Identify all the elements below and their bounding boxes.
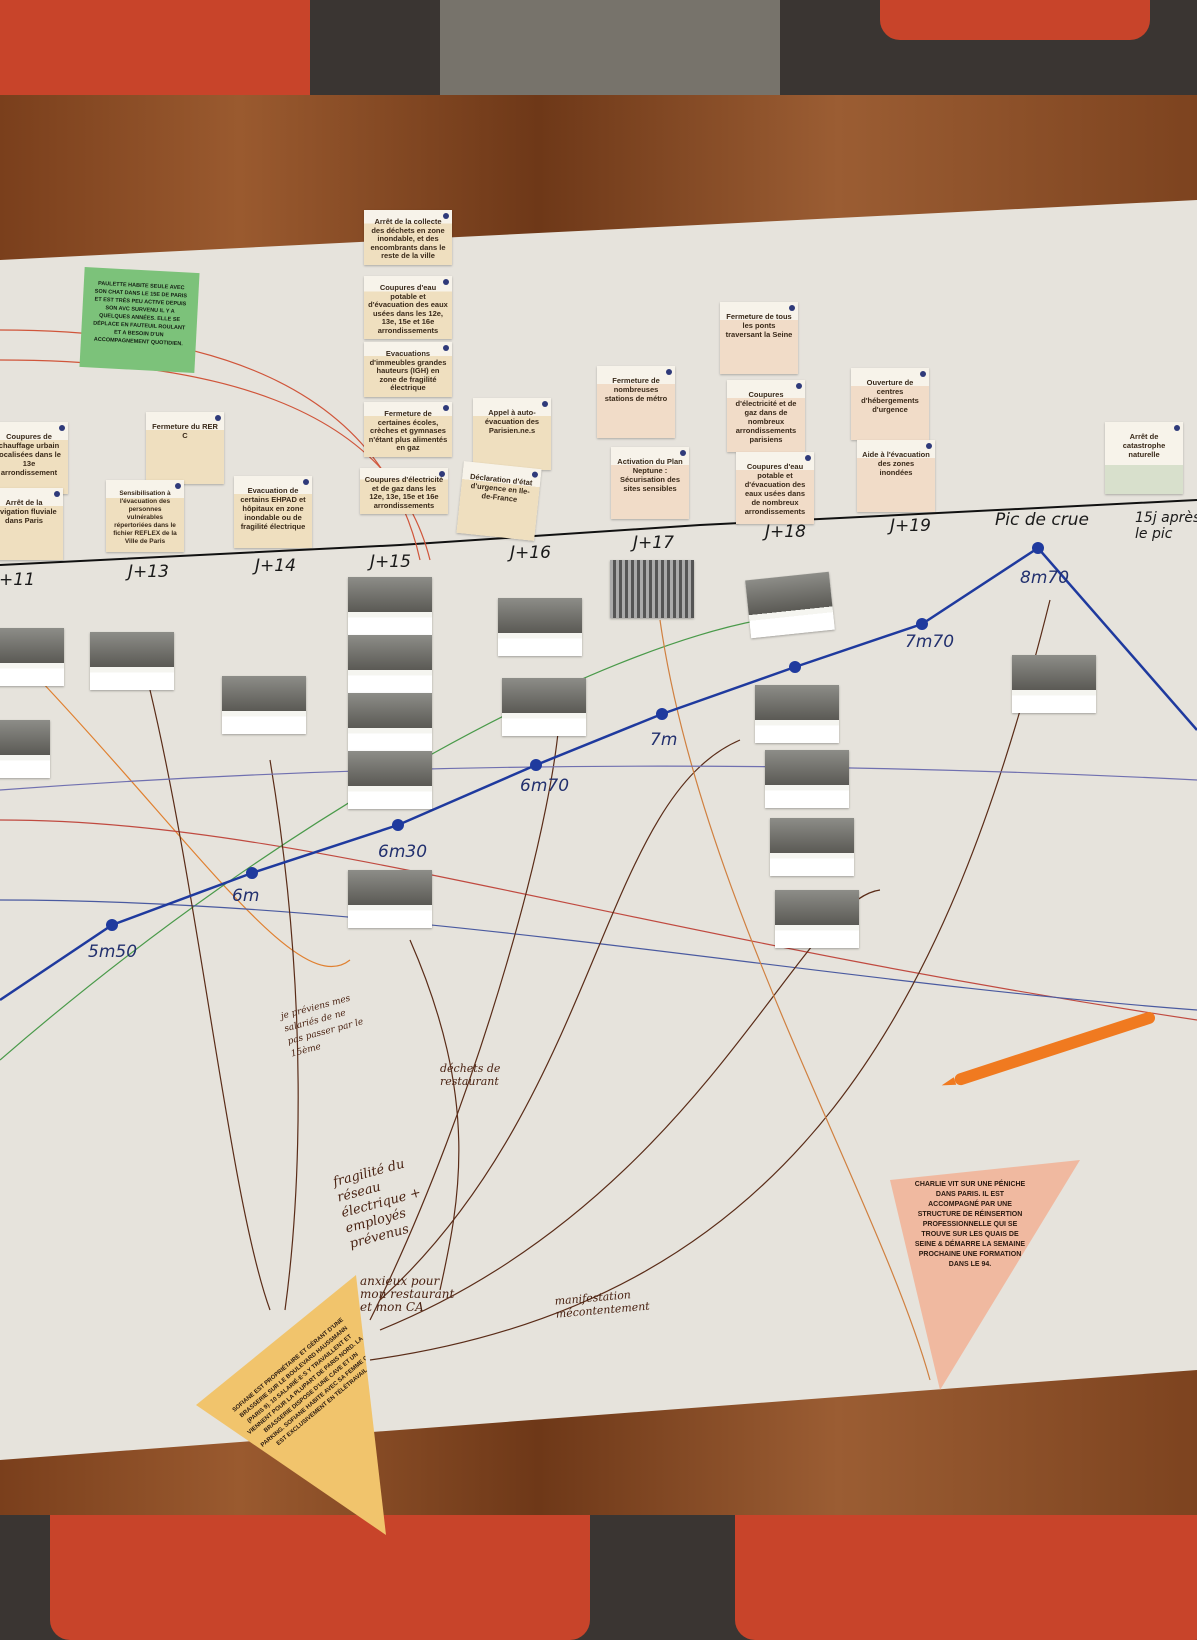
photo-card [90, 632, 174, 690]
event-card: Appel à auto-évacuation des Parisien.ne.… [473, 398, 551, 470]
event-card: Fermeture de nombreuses stations de métr… [597, 366, 675, 438]
water-level-label: 6m [232, 886, 260, 906]
chair [880, 0, 1150, 40]
timeline-tick: J+18 [765, 522, 806, 542]
photo-card [770, 818, 854, 876]
event-card: Ouverture de centres d'hébergements d'ur… [851, 368, 929, 440]
drawn-lines [0, 329, 1197, 1381]
photo-card [222, 676, 306, 734]
water-level-points [106, 542, 1044, 931]
photo-card [502, 678, 586, 736]
water-level-label: 6m70 [520, 776, 570, 796]
event-card: Coupures d'eau potable et d'évacuation d… [364, 276, 452, 339]
event-card: Coupures de chauffage urbain localisées … [0, 422, 68, 494]
event-card: Déclaration d'état d'urgence en Ile-de-F… [456, 461, 542, 541]
timeline-tick: 15j après le pic [1135, 510, 1197, 542]
handwritten-note: déchets de restaurant [440, 1062, 501, 1088]
event-card: Sensibilisation à l'évacuation des perso… [106, 480, 184, 552]
photo-card [775, 890, 859, 948]
event-card: Aide à l'évacuation des zones inondées [857, 440, 935, 512]
timeline-tick: J+19 [890, 516, 931, 536]
photo-card [348, 577, 432, 635]
persona-text: CHARLIE VIT SUR UNE PÉNICHE DANS PARIS. … [914, 1181, 1026, 1268]
event-card: Fermeture de certaines écoles, crèches e… [364, 402, 452, 457]
floor [440, 0, 780, 110]
event-card: Arrêt de la collecte des déchets en zone… [364, 210, 452, 265]
timeline-tick: J+13 [128, 562, 169, 582]
photo-card [348, 751, 432, 809]
water-level-label: 8m70 [1020, 568, 1070, 588]
timeline-axis [0, 499, 1197, 566]
event-card: Fermeture de tous les ponts traversant l… [720, 302, 798, 374]
photo-card [348, 693, 432, 751]
photo-card [348, 870, 432, 928]
water-level-curve [0, 546, 1197, 1002]
timeline-tick: J+11 [0, 570, 35, 590]
photo-card [755, 685, 839, 743]
event-card: Coupures d'électricité et de gaz dans le… [360, 468, 448, 514]
event-card: Fermeture du RER C [146, 412, 224, 484]
timeline-tick: Pic de crue [995, 510, 1089, 530]
photo-card [498, 598, 582, 656]
timeline-tick: J+14 [255, 556, 296, 576]
photo-card [610, 560, 694, 618]
photo-card [1012, 655, 1096, 713]
event-card: Evacuation de certains EHPAD et hôpitaux… [234, 476, 312, 548]
event-card: Arrêt de la navigation fluviale dans Par… [0, 488, 63, 560]
water-level-label: 6m30 [378, 842, 428, 862]
photo-card [745, 571, 835, 639]
water-level-label: 7m [650, 730, 678, 750]
event-card: Arrêt de catastrophe naturelle [1105, 422, 1183, 494]
timeline-tick: J+17 [633, 533, 674, 553]
water-level-label: 7m70 [905, 632, 955, 652]
photo-card [0, 720, 50, 778]
handwritten-note: anxieux pour mon restaurant et mon CA [360, 1274, 455, 1314]
timeline-tick: J+16 [510, 543, 551, 563]
photo-card [0, 628, 64, 686]
event-card: Coupures d'électricité et de gaz dans de… [727, 380, 805, 452]
event-card: Activation du Plan Neptune : Sécurisatio… [611, 447, 689, 519]
event-card: Coupures d'eau potable et d'évacuation d… [736, 452, 814, 524]
event-card: Evacuations d'immeubles grandes hauteurs… [364, 342, 452, 397]
timeline-tick: J+15 [370, 552, 411, 572]
persona-card-paulette: PAULETTE HABITE SEULE AVEC SON CHAT DANS… [79, 267, 200, 373]
photo-card [765, 750, 849, 808]
photo-card [348, 635, 432, 693]
water-level-label: 5m50 [88, 942, 138, 962]
